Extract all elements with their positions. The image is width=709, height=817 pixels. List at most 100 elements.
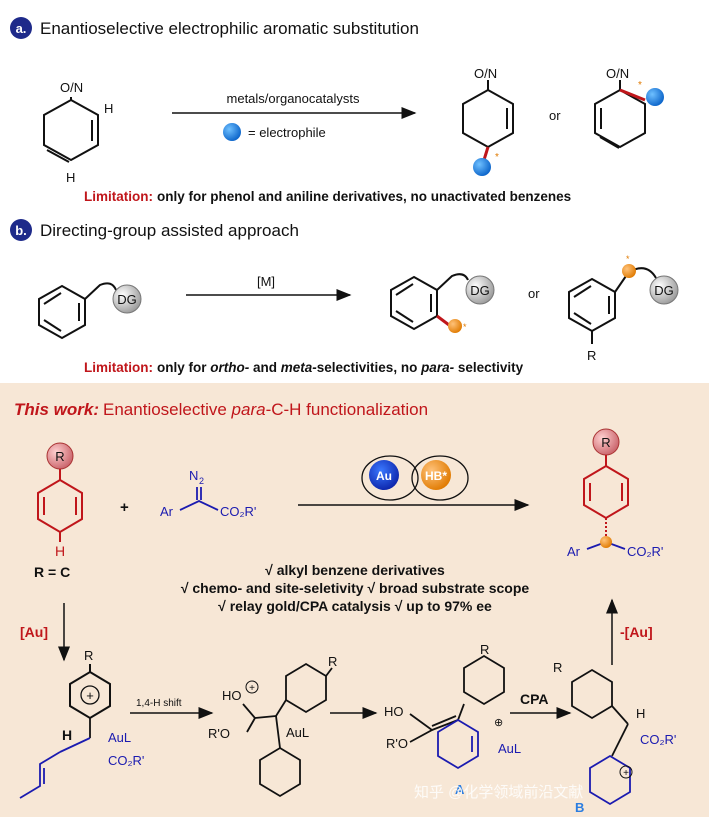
cpa-catalyst-icon xyxy=(421,460,451,490)
svg-text:R'O: R'O xyxy=(208,726,230,741)
svg-text:2: 2 xyxy=(199,476,204,486)
arene-substrate xyxy=(37,469,83,542)
r-label-b: R xyxy=(587,348,596,363)
r-label-substrate: R xyxy=(55,449,64,464)
label-o-n-product-1: O/N xyxy=(474,66,497,81)
cpa-label: CPA xyxy=(520,691,549,707)
co2r-label-product: CO₂R' xyxy=(627,544,663,559)
section-a-title: Enantioselective electrophilic aromatic … xyxy=(40,19,419,38)
panel-this-work xyxy=(0,383,709,817)
feature-line-2: √ chemo- and site-seletivity √ broad sub… xyxy=(181,580,530,596)
svg-text:H: H xyxy=(636,706,645,721)
final-product xyxy=(583,455,629,520)
svg-text:R'O: R'O xyxy=(386,736,408,751)
arrow-a-condition: metals/organocatalysts xyxy=(227,91,360,106)
label-h-substrate-1: H xyxy=(104,101,113,116)
electrophile-icon xyxy=(473,158,491,176)
this-work-title: This work:Enantioselective para-C-H func… xyxy=(14,400,428,419)
svg-text:R: R xyxy=(84,648,93,663)
ar-label-product: Ar xyxy=(567,544,581,559)
svg-text:+: + xyxy=(249,683,255,694)
gold-catalyst-icon xyxy=(369,460,399,490)
panel-ab xyxy=(0,0,709,383)
au-label: Au xyxy=(376,469,392,483)
svg-text:Ar: Ar xyxy=(160,504,174,519)
label-b: B xyxy=(575,800,584,815)
limitation-b: Limitation:only for ortho- and meta-sele… xyxy=(84,360,524,375)
directing-group-icon xyxy=(112,284,142,314)
svg-text:AuL: AuL xyxy=(286,725,309,740)
section-a-header: a. Enantioselective electrophilic aromat… xyxy=(10,17,419,39)
feature-line-3: √ relay gold/CPA catalysis √ up to 97% e… xyxy=(218,598,492,614)
product-a-para xyxy=(462,80,514,149)
svg-text:N: N xyxy=(189,468,198,483)
intermediate-wheland: R + H AuL CO₂R' xyxy=(19,648,144,799)
coupling-partner-icon xyxy=(448,319,462,333)
svg-text:R: R xyxy=(480,642,489,657)
stereocenter-mark: * xyxy=(626,254,630,264)
arrow-b-condition: [M] xyxy=(257,274,275,289)
r-label-product: R xyxy=(601,435,610,450)
svg-text:R: R xyxy=(553,660,562,675)
intermediate-oxocarbenium: HO + R'O AuL R xyxy=(208,654,337,798)
svg-text:AuL: AuL xyxy=(108,730,131,745)
product-b-ortho xyxy=(390,273,469,331)
coupling-partner-icon xyxy=(622,264,636,278)
h-label-substrate: H xyxy=(55,543,65,559)
substrate-a xyxy=(43,98,99,163)
h-shift-label: 1,4-H shift xyxy=(136,698,182,709)
svg-text:H: H xyxy=(62,727,72,743)
intermediate-b: R H CO₂R' + B xyxy=(553,660,676,815)
svg-text:⊕: ⊕ xyxy=(494,717,503,729)
intermediate-a: HO R'O R ⊕ AuL A xyxy=(384,642,521,797)
badge-b xyxy=(10,219,32,241)
stereocenter-mark: * xyxy=(495,152,499,163)
feature-line-1: √ alkyl benzene derivatives xyxy=(265,562,445,578)
label-o-n-substrate: O/N xyxy=(60,80,83,95)
svg-text:+: + xyxy=(86,688,94,703)
svg-text:CO₂R': CO₂R' xyxy=(220,504,256,519)
or-b: or xyxy=(528,286,540,301)
svg-text:AuL: AuL xyxy=(498,741,521,756)
dg-label: DG xyxy=(654,283,674,298)
svg-text:+: + xyxy=(623,768,629,779)
product-b-meta xyxy=(568,267,657,344)
plus-sign: + xyxy=(120,499,129,516)
hb-label: HB* xyxy=(425,469,447,483)
svg-text:CO₂R': CO₂R' xyxy=(640,732,676,747)
label-a: A xyxy=(455,782,465,797)
limitation-a: Limitation:only for phenol and aniline d… xyxy=(84,189,571,204)
svg-text:R: R xyxy=(328,654,337,669)
stereocenter-icon xyxy=(600,536,612,548)
svg-text:HO: HO xyxy=(384,704,404,719)
substrate-b xyxy=(38,282,117,340)
electrophile-icon xyxy=(646,88,664,106)
label-o-n-product-2: O/N xyxy=(606,66,629,81)
au-step-label: [Au] xyxy=(20,624,48,640)
section-b-header: b. Directing-group assisted approach xyxy=(10,219,299,241)
dg-label: DG xyxy=(470,283,490,298)
stereocenter-mark: * xyxy=(638,80,642,91)
diazo-reagent: N 2 Ar CO₂R' xyxy=(160,468,256,519)
electrophile-icon xyxy=(223,123,241,141)
stereocenter-mark: * xyxy=(463,322,467,332)
dual-catalyst-cycle: Au HB* xyxy=(361,455,469,501)
or-a: or xyxy=(549,108,561,123)
svg-text:HO: HO xyxy=(222,688,242,703)
directing-group-icon xyxy=(465,275,495,305)
electrophile-legend: = electrophile xyxy=(248,125,326,140)
badge-a xyxy=(10,17,32,39)
badge-a-label: a. xyxy=(16,21,27,36)
au-release-label: -[Au] xyxy=(620,624,653,640)
dg-label: DG xyxy=(117,292,137,307)
r-equals-c-label: R = C xyxy=(34,564,70,580)
badge-b-label: b. xyxy=(15,223,27,238)
svg-text:CO₂R': CO₂R' xyxy=(108,753,144,768)
directing-group-icon xyxy=(649,275,679,305)
product-a-ortho xyxy=(594,80,646,149)
label-h-substrate-2: H xyxy=(66,170,75,185)
section-b-title: Directing-group assisted approach xyxy=(40,221,299,240)
watermark: 知乎 @化学领域前沿文献 xyxy=(414,784,583,801)
